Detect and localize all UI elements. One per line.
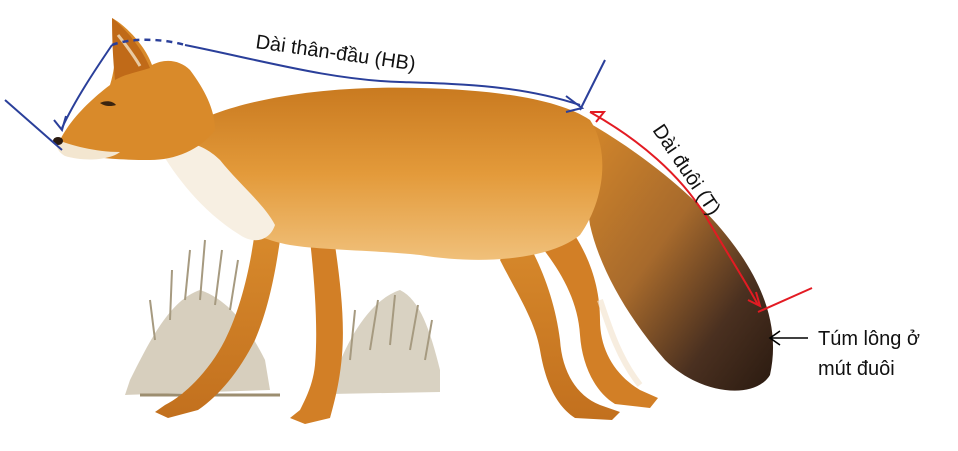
grass-background — [125, 240, 440, 395]
head-body-label: Dài thân-đầu (HB) — [254, 31, 417, 75]
tuft-label-line2: mút đuôi — [818, 358, 895, 380]
tuft-pointer — [770, 331, 808, 345]
tuft-label-line1: Túm lông ở — [818, 328, 920, 350]
